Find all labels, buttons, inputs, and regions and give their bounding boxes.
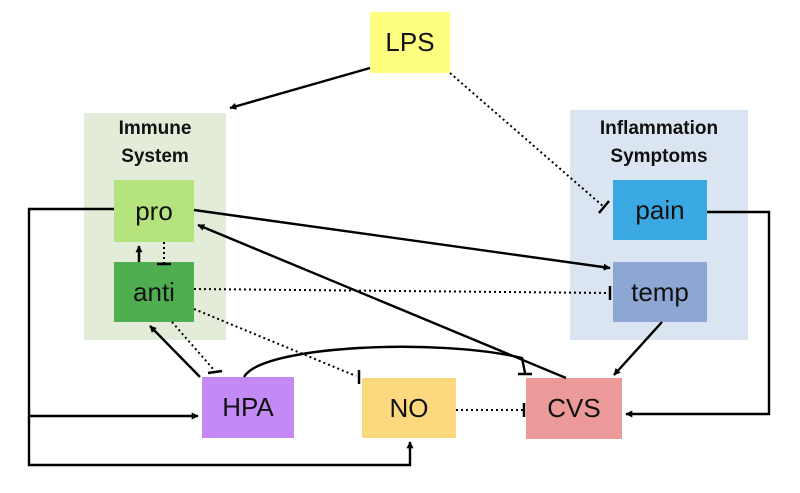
node-temp: temp <box>613 262 707 322</box>
edge-anti-inhibits-temp <box>193 288 610 294</box>
immune-system-title-line2: System <box>121 146 189 167</box>
node-hpa: HPA <box>202 377 294 438</box>
inflammation-symptoms-title-line1: Inflammation <box>599 118 719 139</box>
edge-pain-to-cvs <box>625 210 771 418</box>
edge-anti-inhibits-hpa-bar <box>207 369 223 375</box>
inflammation-symptoms-title: Inflammation Symptoms <box>570 115 748 171</box>
immune-system-title: Immune System <box>84 115 226 171</box>
edge-cvs-to-pro <box>197 223 567 380</box>
edge-hpa-inhibits-cvs <box>242 345 527 378</box>
edge-lps-inhibits-pain <box>449 72 605 208</box>
node-cvs: CVS <box>526 378 622 439</box>
inflammation-symptoms-title-line2: Symptoms <box>610 146 708 167</box>
node-pain: pain <box>613 180 707 240</box>
edge-pro-to-hpa <box>27 207 199 420</box>
node-anti: anti <box>114 262 194 322</box>
node-pro: pro <box>114 180 194 242</box>
node-lps: LPS <box>370 12 450 73</box>
edge-pro-to-no <box>27 416 414 467</box>
edge-anti-inhibits-no <box>193 308 357 377</box>
edge-pro-to-temp <box>193 208 611 271</box>
immune-system-title-line1: Immune <box>118 118 192 139</box>
edge-hpa-to-anti <box>149 325 201 378</box>
node-no: NO <box>362 378 456 438</box>
edge-anti-inhibits-hpa <box>171 321 215 371</box>
edge-lps-inhibits-pain-bar <box>598 200 610 214</box>
edge-temp-to-cvs <box>613 321 663 376</box>
edge-lps-to-immune <box>229 66 371 110</box>
